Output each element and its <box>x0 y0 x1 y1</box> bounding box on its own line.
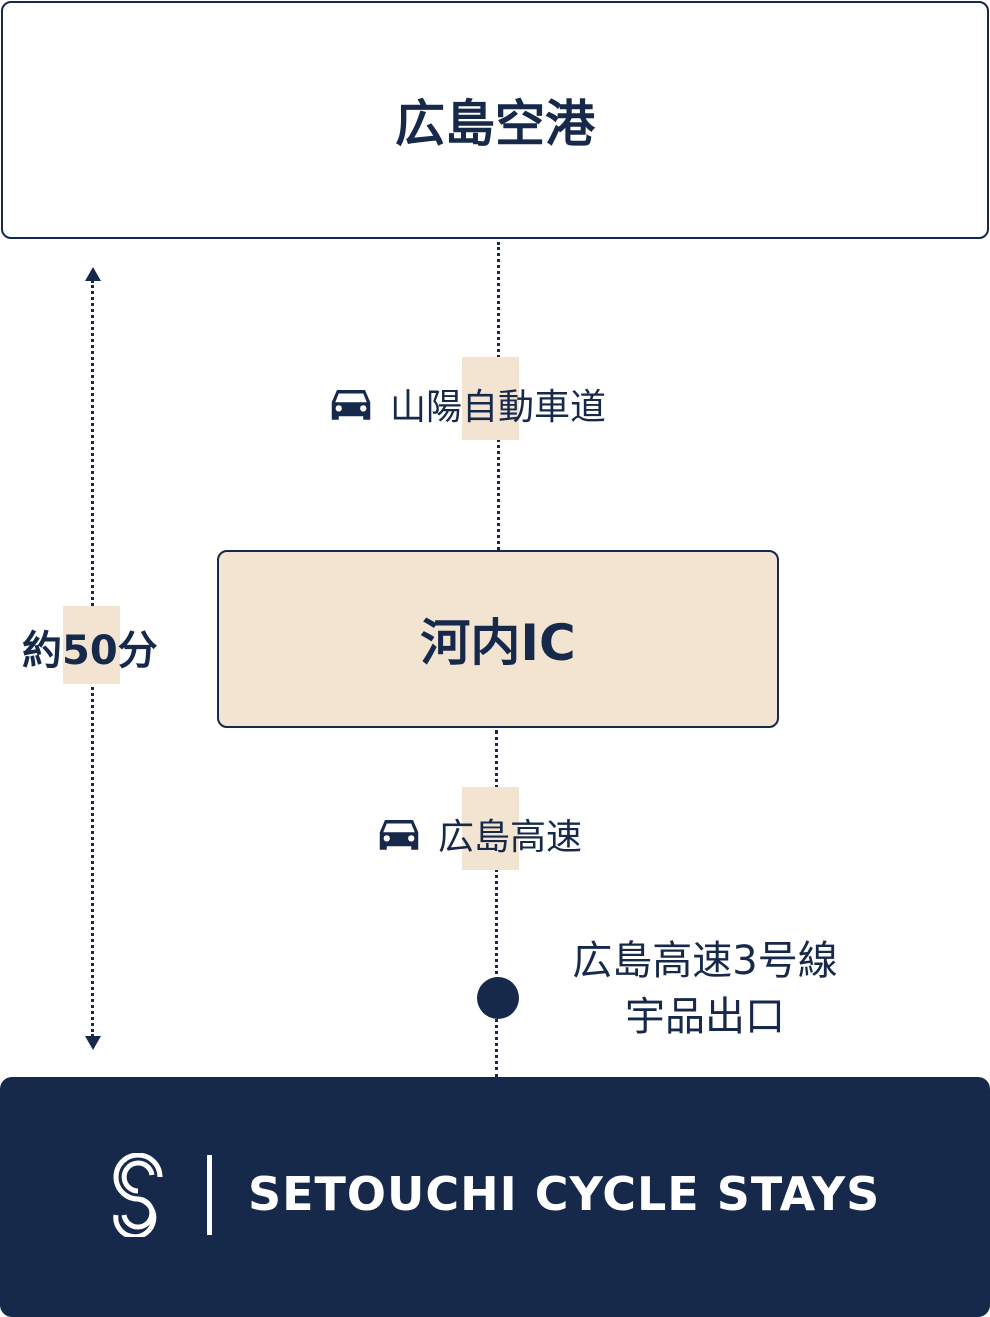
highlight <box>63 606 120 684</box>
duration-label: 約50分 <box>22 628 158 674</box>
route-line-2 <box>495 730 498 1078</box>
origin-label: 広島空港 <box>395 95 595 153</box>
brand-name: SETOUCHI CYCLE STAYS <box>248 1167 881 1221</box>
route-2-name: 広島高速 <box>438 817 583 858</box>
route-label-2: 広島高速 <box>378 808 582 860</box>
divider <box>207 1155 212 1235</box>
exit-line-1: 広島高速3号線 <box>572 938 838 984</box>
arrow-down-icon <box>85 1036 101 1050</box>
exit-label: 広島高速3号線 宇品出口 <box>540 933 870 1045</box>
highlight <box>462 357 519 440</box>
route-label-1: 山陽自動車道 <box>330 378 606 430</box>
car-icon <box>331 390 371 420</box>
interchange-box: 河内IC <box>217 550 779 728</box>
highlight <box>462 787 519 870</box>
brand-logo-icon <box>113 1153 163 1237</box>
exit-line-2: 宇品出口 <box>625 994 785 1040</box>
exit-dot <box>477 977 519 1019</box>
arrow-up-icon <box>85 267 101 281</box>
origin-box: 広島空港 <box>1 1 989 239</box>
route-1-name: 山陽自動車道 <box>390 387 607 428</box>
car-icon <box>379 820 419 850</box>
interchange-label: 河内IC <box>420 614 576 672</box>
destination-box: SETOUCHI CYCLE STAYS <box>0 1077 990 1317</box>
